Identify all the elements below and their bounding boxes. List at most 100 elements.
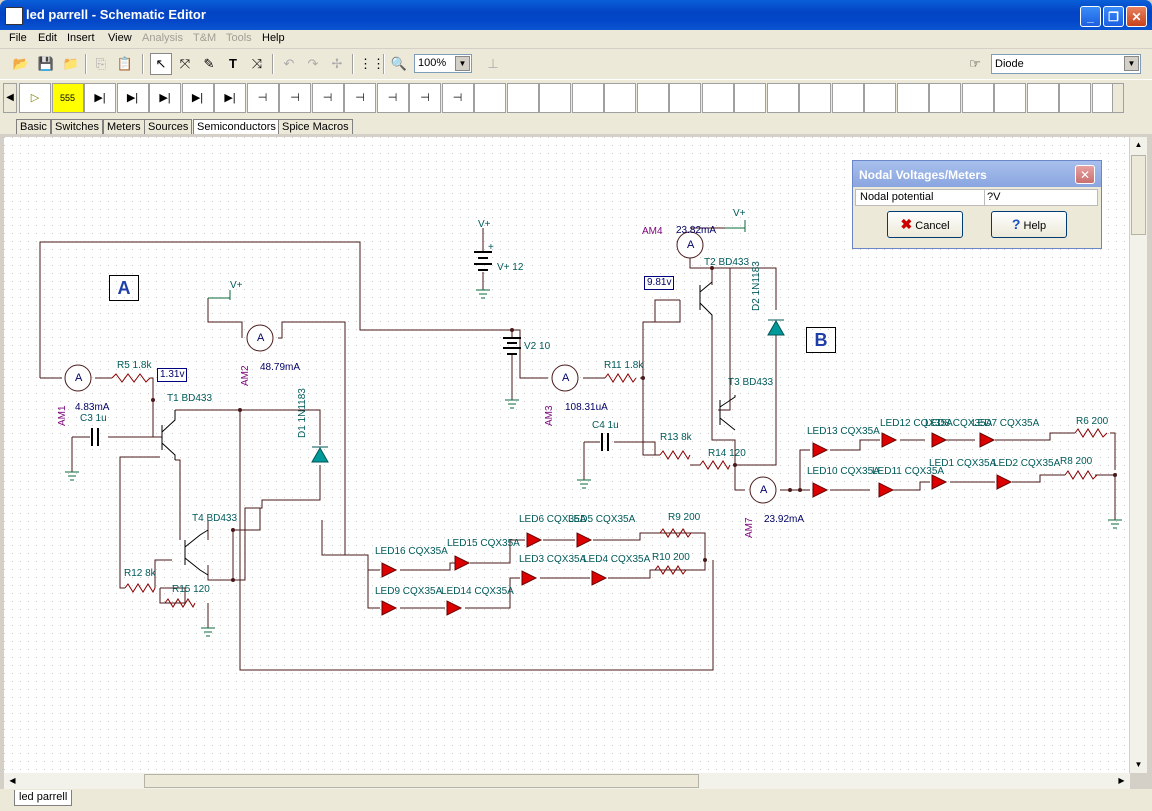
cancel-button[interactable]: ✖ Cancel (887, 211, 963, 238)
diode-icon[interactable]: ▶| (84, 83, 116, 113)
menu-help[interactable]: Help (262, 32, 285, 44)
wire-tool-icon[interactable]: ⤧ (179, 56, 191, 71)
maximize-button[interactable]: ❐ (1103, 6, 1124, 27)
mosfet-p-icon[interactable]: ⊣ (376, 83, 409, 113)
palette-empty-cell[interactable] (896, 83, 929, 113)
nodal-potential-value: ?V (987, 191, 1001, 203)
delete-wire-icon[interactable]: ⤨ (251, 56, 263, 71)
palette-empty-cell[interactable] (571, 83, 604, 113)
sheet-tab[interactable]: led parrell (14, 790, 73, 806)
mosfet-n-icon[interactable]: ⊣ (344, 83, 376, 113)
varactor-diode-icon[interactable]: ▶| (214, 83, 246, 113)
led6-label: LED6 CQX35A (519, 514, 587, 525)
led12-label: LED12 CQX35A (880, 418, 953, 429)
led-diode-icon[interactable]: ▶| (149, 83, 181, 113)
chevron-down-icon[interactable]: ▼ (1124, 56, 1139, 71)
tab-semiconductors[interactable]: Semiconductors (193, 119, 280, 134)
menu-insert[interactable]: Insert (67, 32, 95, 44)
palette-empty-cell[interactable] (539, 83, 571, 113)
timer-555-icon[interactable]: 555 (51, 83, 84, 113)
palette-empty-cell[interactable] (669, 83, 701, 113)
palette-empty-cell[interactable] (766, 83, 799, 113)
opamp-icon[interactable]: ▷ (19, 83, 51, 113)
place-component-icon[interactable]: ☞ (969, 56, 981, 71)
zoom-icon[interactable]: 🔍 (390, 56, 408, 71)
palette-empty-cell[interactable] (701, 83, 734, 113)
palette-empty-cell[interactable] (799, 83, 831, 113)
menu-view[interactable]: View (108, 32, 132, 44)
help-button[interactable]: ? Help (991, 211, 1067, 238)
scroll-right-icon[interactable]: ▶ (1118, 776, 1125, 785)
npn-transistor-icon[interactable]: ⊣ (246, 83, 279, 113)
jfet-icon[interactable]: ⊣ (311, 83, 344, 113)
paste-icon[interactable]: 📋 (116, 56, 134, 71)
rotate-icon[interactable]: ✢ (331, 56, 343, 71)
component-select[interactable]: Diode ▼ (991, 54, 1141, 74)
vertical-scroll-thumb[interactable] (1131, 155, 1146, 235)
tab-spice-macros[interactable]: Spice Macros (278, 119, 353, 134)
select-arrow-icon[interactable]: ↖ (150, 53, 172, 75)
palette-empty-cell[interactable] (734, 83, 766, 113)
tab-switches[interactable]: Switches (51, 119, 104, 134)
palette-empty-cell[interactable] (961, 83, 994, 113)
menu-tools[interactable]: Tools (226, 32, 252, 44)
leds (381, 432, 1013, 616)
menu-file[interactable]: File (9, 32, 27, 44)
chevron-down-icon[interactable]: ▼ (455, 56, 470, 71)
palette-empty-cell[interactable] (636, 83, 669, 113)
palette-empty-cell[interactable] (864, 83, 896, 113)
transistors (161, 281, 736, 576)
menu-edit[interactable]: Edit (38, 32, 57, 44)
open-icon[interactable]: 📁 (62, 56, 80, 71)
tab-meters[interactable]: Meters (103, 119, 145, 134)
cancel-label: Cancel (915, 220, 950, 232)
tab-basic[interactable]: Basic (16, 119, 51, 134)
r11-label: R11 1.8k (604, 360, 644, 371)
separator (352, 54, 354, 74)
redo-icon[interactable]: ↷ (307, 56, 319, 71)
copy-icon[interactable]: ⎘ (95, 56, 107, 71)
grid-icon[interactable]: ⋮⋮ (359, 56, 385, 71)
palette-empty-cell[interactable] (1026, 83, 1059, 113)
palette-scroll-right[interactable] (1112, 83, 1124, 113)
question-icon: ? (1011, 216, 1021, 232)
minimize-button[interactable]: _ (1080, 6, 1101, 27)
vertical-scrollbar[interactable]: ▲ ▼ (1130, 137, 1147, 773)
palette-empty-cell[interactable] (604, 83, 636, 113)
save-icon[interactable]: 💾 (37, 56, 55, 71)
palette-empty-cell[interactable] (994, 83, 1026, 113)
zener-diode-icon[interactable]: ▶| (116, 83, 149, 113)
close-icon[interactable]: ✕ (1075, 165, 1095, 184)
row-divider (984, 190, 985, 205)
palette-empty-cell[interactable] (929, 83, 961, 113)
open-folder-icon[interactable]: 📂 (12, 56, 30, 71)
scroll-up-icon[interactable]: ▲ (1134, 140, 1143, 149)
close-button[interactable]: ✕ (1126, 6, 1147, 27)
nodal-potential-row: Nodal potential ?V (855, 189, 1098, 206)
palette-scroll-left[interactable]: ◀ (3, 83, 17, 113)
voltage-probe: 1.31v (157, 368, 188, 382)
igbt-icon[interactable]: ⊣ (409, 83, 441, 113)
thyristor-icon[interactable]: ⊣ (441, 83, 474, 113)
menu-tm[interactable]: T&M (193, 32, 217, 44)
pencil-icon[interactable]: ✎ (203, 56, 215, 71)
schottky-diode-icon[interactable]: ▶| (181, 83, 214, 113)
pnp-transistor-icon[interactable]: ⊣ (279, 83, 311, 113)
horizontal-scroll-thumb[interactable] (144, 774, 699, 788)
palette-empty-cell[interactable] (474, 83, 506, 113)
undo-icon[interactable]: ↶ (283, 56, 295, 71)
menu-analysis[interactable]: Analysis (142, 32, 183, 44)
horizontal-scrollbar[interactable]: ◀ ▶ (4, 773, 1130, 789)
palette-empty-cell[interactable] (1059, 83, 1091, 113)
component-property-icon[interactable]: ⊥ (487, 56, 499, 71)
r15-label: R15 120 (172, 584, 210, 595)
dialog-title-bar[interactable]: Nodal Voltages/Meters ✕ (853, 161, 1101, 187)
palette-empty-cell[interactable] (831, 83, 864, 113)
scroll-down-icon[interactable]: ▼ (1134, 760, 1143, 769)
tab-sources[interactable]: Sources (144, 119, 193, 134)
scroll-left-icon[interactable]: ◀ (9, 776, 16, 785)
zoom-select[interactable]: 100% ▼ (414, 54, 472, 73)
palette-empty-cell[interactable] (506, 83, 539, 113)
ammeter-symbol: A (687, 239, 695, 251)
text-tool-icon[interactable]: T (229, 56, 237, 71)
